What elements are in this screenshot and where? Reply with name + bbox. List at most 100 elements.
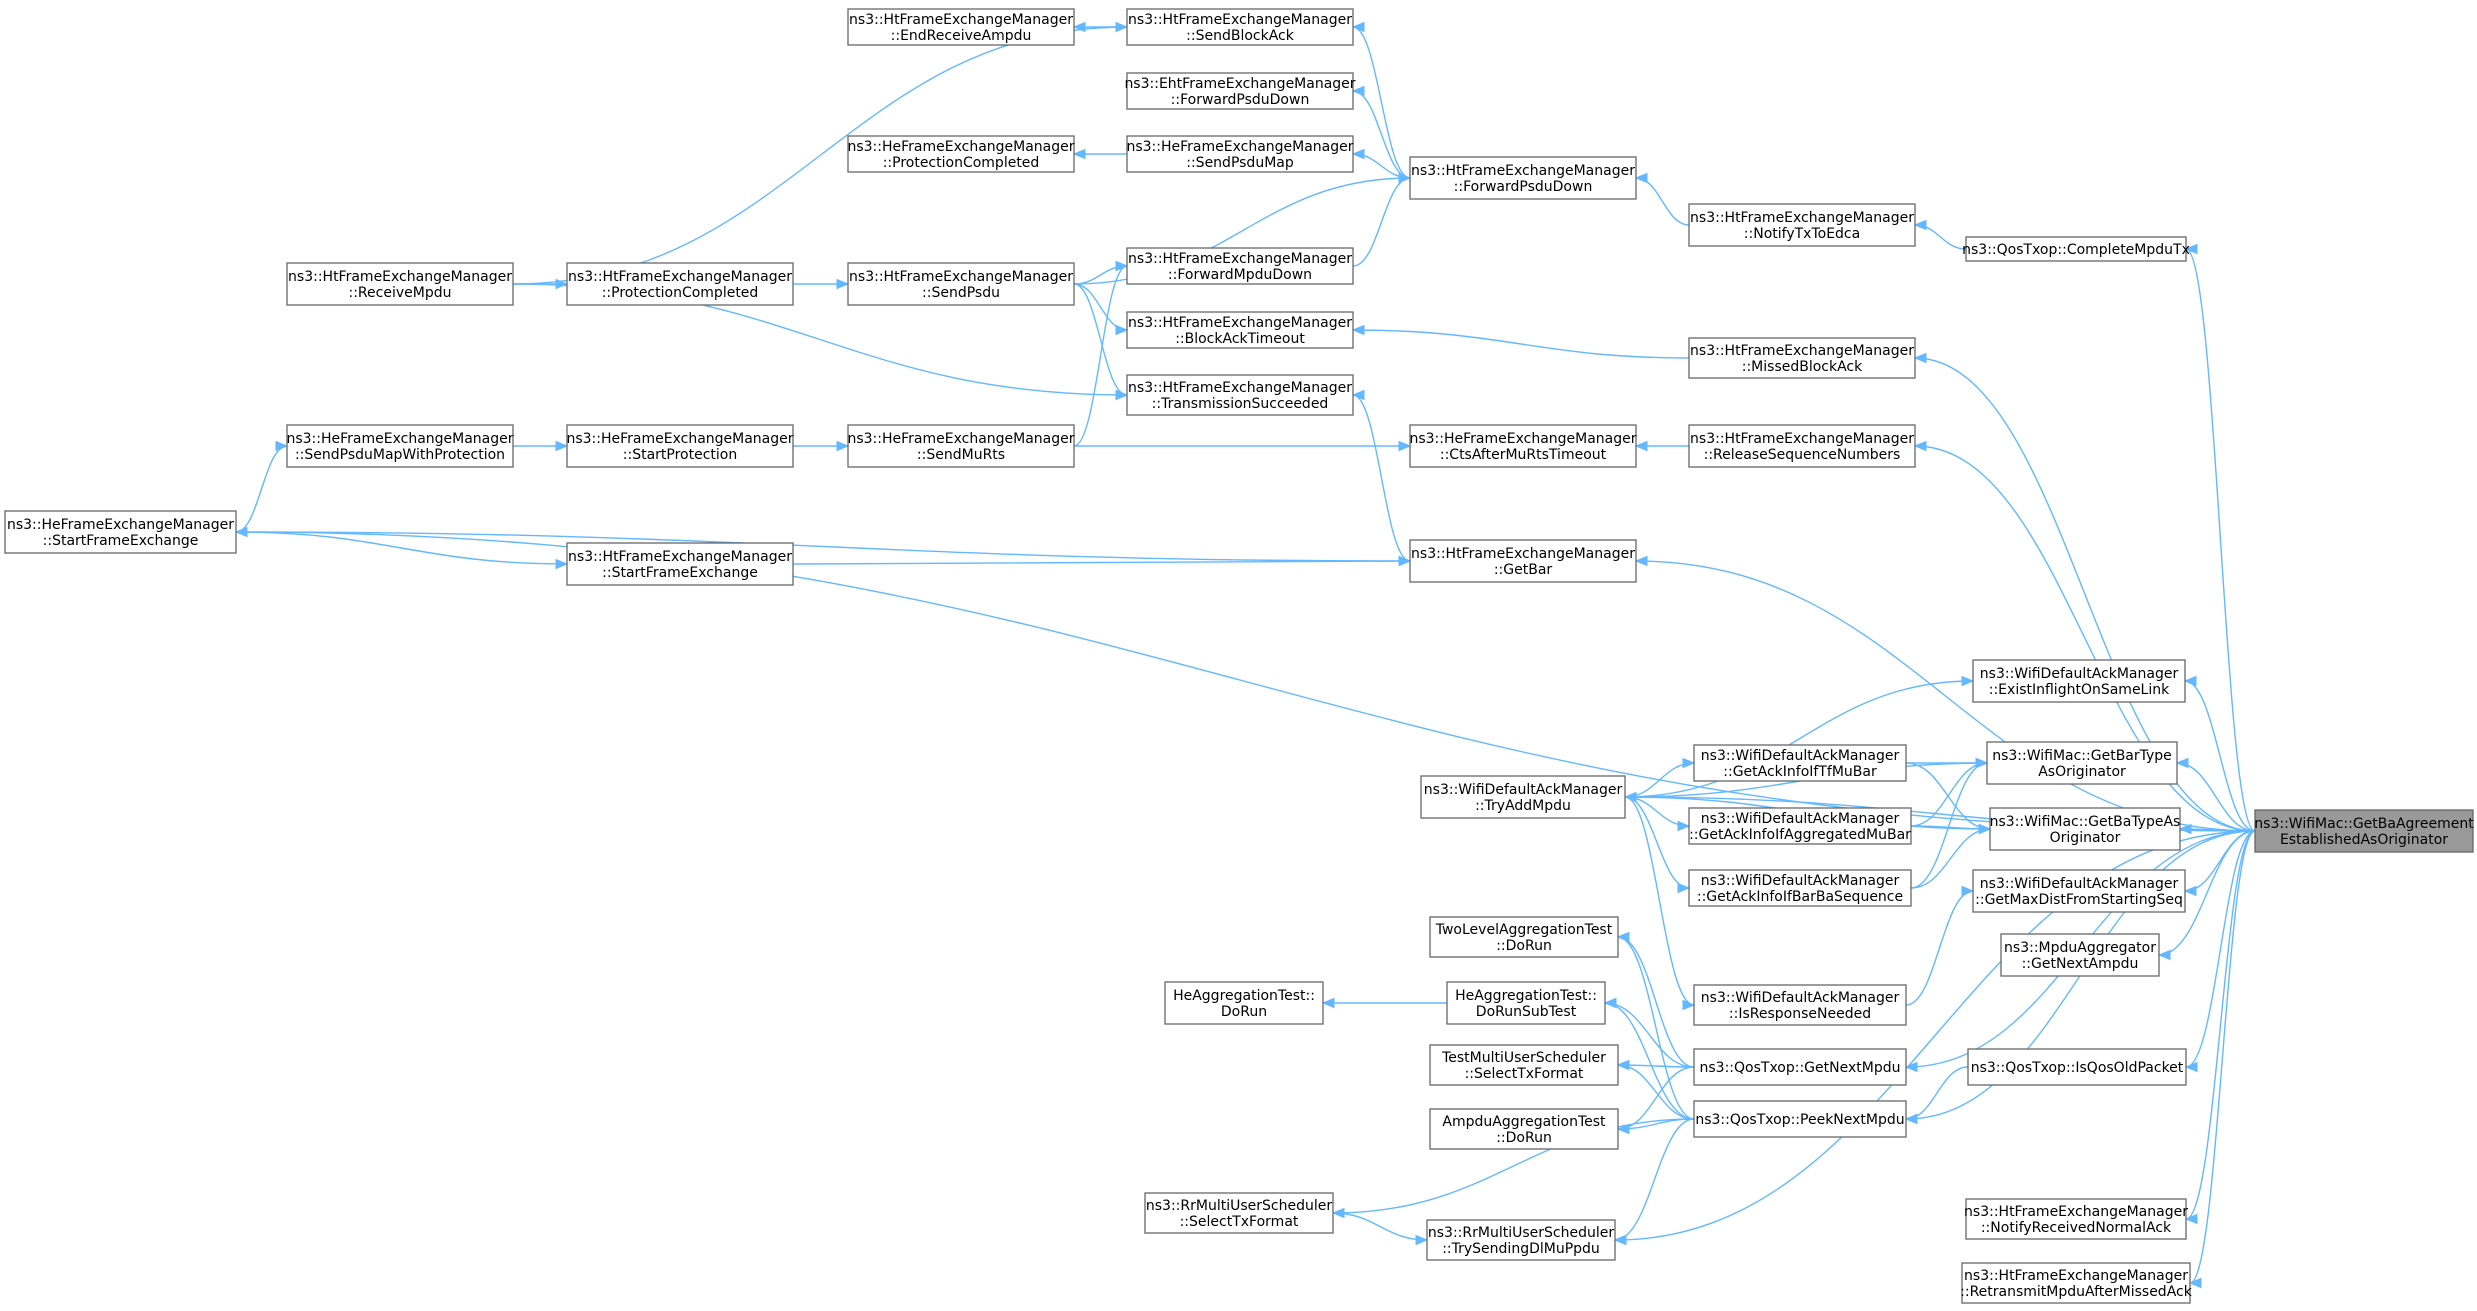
edge-arrowhead [2178,823,2192,835]
call-edge [2189,830,2256,1284]
node-label: ns3::HeFrameExchangeManager [7,517,234,533]
node-label: ns3::HeFrameExchangeManager [286,431,513,447]
function-node[interactable]: ns3::WifiDefaultAckManager::GetAckInfoIf… [1693,744,1907,782]
call-edge [792,560,1411,565]
edge-arrowhead [2175,757,2189,769]
function-node[interactable]: ns3::HtFrameExchangeManager::BlockAckTim… [1126,311,1354,349]
call-edge [1617,936,1695,1120]
function-node[interactable]: ns3::HtFrameExchangeManager::MissedBlock… [1688,337,1916,379]
node-label: ns3::HtFrameExchangeManager [1128,251,1352,267]
function-node[interactable]: ns3::WifiMac::GetBaAgreementEstablishedA… [2254,809,2474,853]
node-box [1972,659,2186,703]
function-node[interactable]: ns3::HeFrameExchangeManager::CtsAfterMuR… [1409,424,1637,468]
edge-arrowhead [1115,21,1129,33]
node-label: DoRun [1221,1004,1267,1020]
function-node[interactable]: ns3::WifiDefaultAckManager::GetMaxDistFr… [1972,869,2186,913]
function-node[interactable]: TestMultiUserScheduler::SelectTxFormat [1429,1044,1619,1086]
function-node[interactable]: HeAggregationTest::DoRunSubTest [1446,981,1606,1025]
function-node[interactable]: ns3::HeFrameExchangeManager::StartProtec… [566,424,794,468]
node-label: ::ForwardPsduDown [1454,179,1593,195]
function-node[interactable]: ns3::RrMultiUserScheduler::SelectTxForma… [1144,1192,1334,1234]
node-label: HeAggregationTest:: [1455,988,1597,1004]
node-label: ::CtsAfterMuRtsTimeout [1440,447,1607,463]
node-label: ::DoRun [1496,1130,1552,1146]
function-node[interactable]: ns3::HtFrameExchangeManager::ReleaseSequ… [1688,424,1916,468]
node-box [286,262,514,306]
function-node[interactable]: ns3::HtFrameExchangeManager::NotifyTxToE… [1688,203,1916,247]
node-box [1693,1100,1907,1138]
node-label: ns3::HtFrameExchangeManager [1964,1268,2188,1284]
node-label: ns3::HeFrameExchangeManager [847,139,1074,155]
function-node[interactable]: ns3::EhtFrameExchangeManager::ForwardPsd… [1124,72,1356,110]
function-node[interactable]: ns3::HeFrameExchangeManager::ProtectionC… [847,135,1075,173]
node-box [1989,807,2181,851]
function-node[interactable]: ns3::WifiDefaultAckManager::GetAckInfoIf… [1688,807,1912,845]
node-label: ::StartFrameExchange [43,533,199,549]
edge-arrowhead [1913,352,1927,364]
node-label: ns3::WifiDefaultAckManager [1701,873,1900,889]
function-node[interactable]: ns3::HtFrameExchangeManager::ForwardPsdu… [1409,156,1637,200]
node-label: ::StartProtection [623,447,737,463]
function-node[interactable]: AmpduAggregationTest::DoRun [1429,1108,1619,1150]
function-node[interactable]: ns3::RrMultiUserScheduler::TrySendingDlM… [1426,1219,1616,1261]
call-edge [1905,762,1991,830]
function-node[interactable]: ns3::HtFrameExchangeManager::Transmissio… [1126,374,1354,416]
node-label: ::SendBlockAck [1186,28,1295,44]
node-box [1409,156,1637,200]
function-node[interactable]: ns3::HeFrameExchangeManager::SendPsduMap… [286,424,514,468]
function-node[interactable]: ns3::WifiDefaultAckManager::TryAddMpdu [1420,775,1626,819]
function-node[interactable]: ns3::HeFrameExchangeManager::SendPsduMap [1126,135,1354,173]
node-box [1164,981,1324,1025]
function-node[interactable]: ns3::HtFrameExchangeManager::EndReceiveA… [847,8,1075,46]
node-label: HeAggregationTest:: [1173,988,1315,1004]
call-edge [1352,26,1411,179]
function-node[interactable]: ns3::HtFrameExchangeManager::RetransmitM… [1960,1262,2193,1304]
node-label: TwoLevelAggregationTest [1435,922,1613,938]
function-node[interactable]: ns3::HtFrameExchangeManager::SendBlockAc… [1126,8,1354,46]
edge-arrowhead [1634,555,1648,567]
node-label: ::ProtectionCompleted [602,285,759,301]
edge-arrowhead [1115,389,1129,401]
function-node[interactable]: ns3::QosTxop::IsQosOldPacket [1967,1048,2187,1086]
edge-arrowhead [1415,1234,1429,1246]
function-node[interactable]: ns3::QosTxop::GetNextMpdu [1693,1048,1907,1086]
function-node[interactable]: ns3::HtFrameExchangeManager::ReceiveMpdu [286,262,514,306]
function-node[interactable]: ns3::WifiDefaultAckManager::IsResponseNe… [1693,984,1907,1026]
function-node[interactable]: ns3::WifiDefaultAckManager::GetAckInfoIf… [1688,869,1912,907]
node-label: ::DoRun [1496,938,1552,954]
function-node[interactable]: ns3::QosTxop::PeekNextMpdu [1693,1100,1907,1138]
function-node[interactable]: ns3::HeFrameExchangeManager::StartFrameE… [4,510,237,554]
edge-arrowhead [1351,21,1365,33]
function-node[interactable]: ns3::HtFrameExchangeManager::GetBar [1409,539,1637,583]
function-node[interactable]: ns3::HtFrameExchangeManager::NotifyRecei… [1964,1198,2188,1240]
node-label: ns3::QosTxop::PeekNextMpdu [1695,1112,1904,1128]
function-node[interactable]: ns3::HtFrameExchangeManager::ForwardMpdu… [1126,247,1354,285]
node-label: ::BlockAckTimeout [1175,331,1305,347]
call-edge [1914,445,2256,832]
node-label: ::TrySendingDlMuPpdu [1442,1241,1600,1257]
function-node[interactable]: ns3::HeFrameExchangeManager::SendMuRts [847,424,1075,468]
node-label: ::MissedBlockAck [1742,359,1863,375]
node-box [1429,1044,1619,1086]
edge-arrowhead [1913,440,1927,452]
function-node[interactable]: ns3::HtFrameExchangeManager::ProtectionC… [566,262,794,306]
edge-arrowhead [2183,675,2197,687]
edge-arrowhead [1634,440,1648,452]
call-edge [1073,265,1128,447]
node-label: ::ProtectionCompleted [883,155,1040,171]
function-node[interactable]: ns3::MpduAggregator::GetNextAmpdu [2000,933,2160,977]
function-node[interactable]: ns3::QosTxop::CompleteMpduTx [1962,236,2190,262]
function-node[interactable]: HeAggregationTest::DoRun [1164,981,1324,1025]
node-label: ns3::HeFrameExchangeManager [566,431,793,447]
edge-arrowhead [1115,260,1129,272]
function-node[interactable]: ns3::HtFrameExchangeManager::SendPsdu [847,262,1075,306]
edge-arrowhead [836,440,850,452]
function-node[interactable]: ns3::WifiDefaultAckManager::ExistInfligh… [1972,659,2186,703]
node-box [1965,236,2187,262]
function-node[interactable]: TwoLevelAggregationTest::DoRun [1429,916,1619,958]
node-label: ns3::QosTxop::CompleteMpduTx [1962,242,2190,258]
node-box [1693,1048,1907,1086]
function-node[interactable]: ns3::HtFrameExchangeManager::StartFrameE… [566,542,794,586]
